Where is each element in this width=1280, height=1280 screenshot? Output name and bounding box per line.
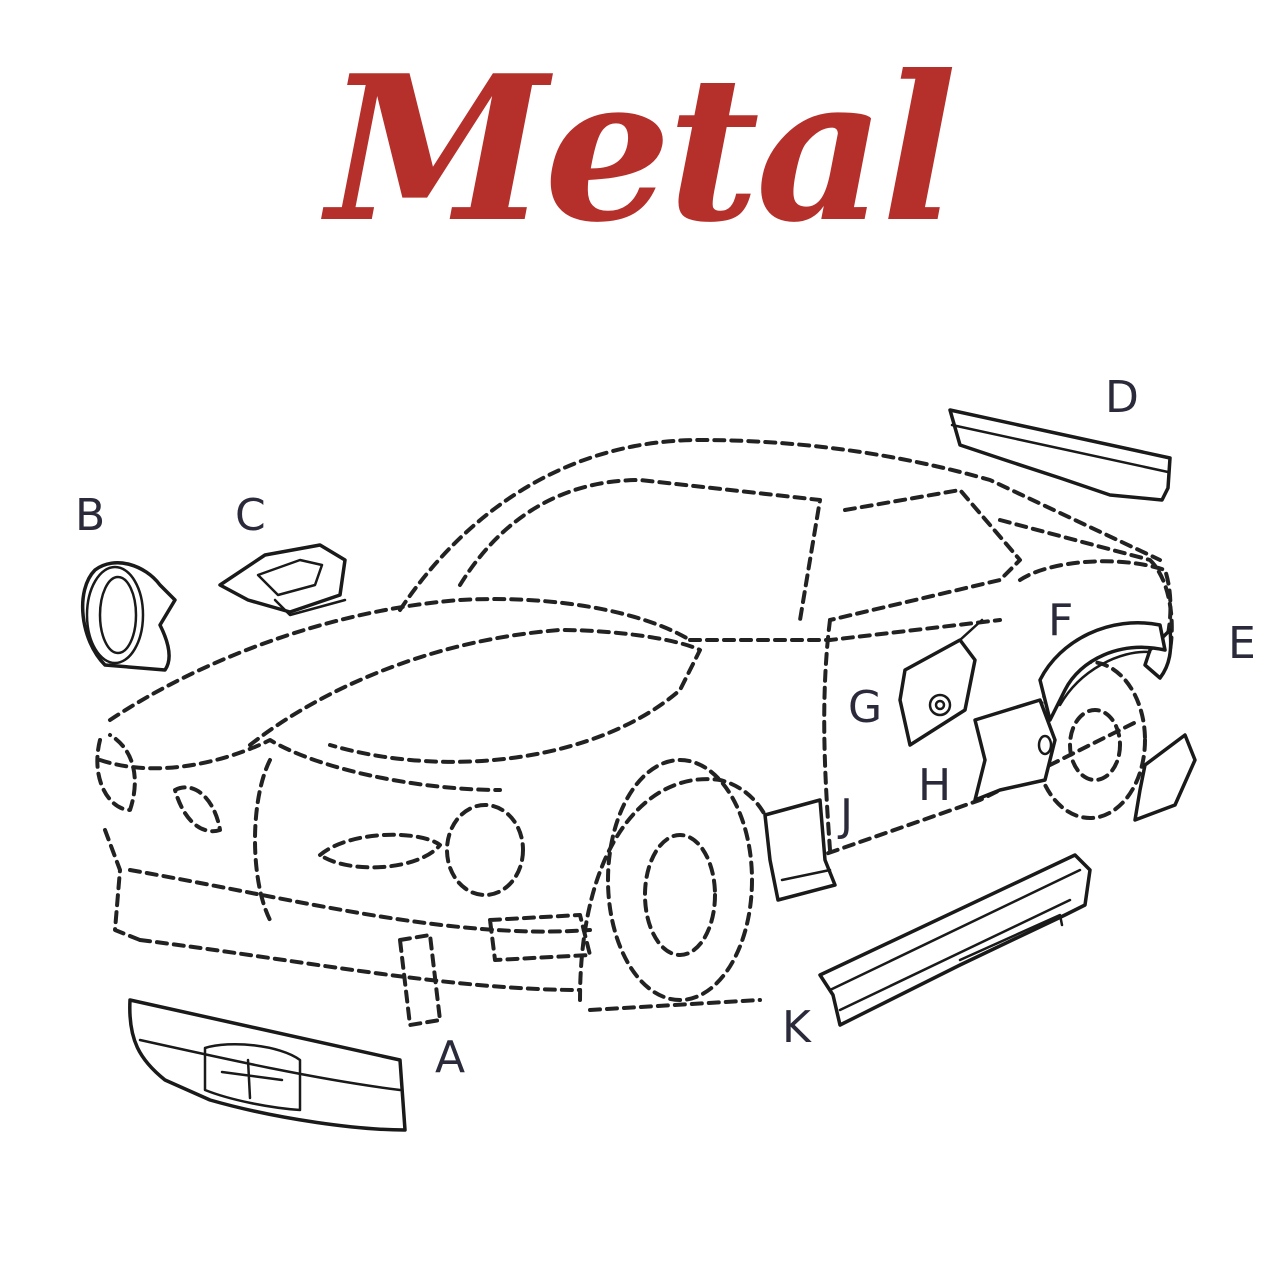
part-g-quarter-bracket [898,618,984,747]
car-body-outline [95,438,1174,1027]
part-b-headlight-bucket [81,561,177,672]
label-e: E [1228,618,1256,669]
part-j-door-post [763,798,837,902]
label-c: C [235,490,266,541]
part-c-grille-panel [218,543,347,617]
part-a-front-panel [128,998,407,1132]
part-h-quarter-lower [973,698,1057,802]
label-k: K [782,1002,812,1053]
part-k-rocker-panel [818,853,1092,1027]
label-a: A [435,1032,465,1083]
label-d: D [1105,372,1139,423]
label-h: H [918,760,951,811]
part-f-rear-wheel-arch [1038,621,1167,722]
label-b: B [75,490,105,541]
label-g: G [848,682,882,733]
page-title: Metal [326,32,958,267]
label-j: J [837,790,853,841]
part-rear-corner-piece [1133,733,1197,822]
part-d-rear-rail [948,408,1172,502]
label-f: F [1048,595,1073,646]
